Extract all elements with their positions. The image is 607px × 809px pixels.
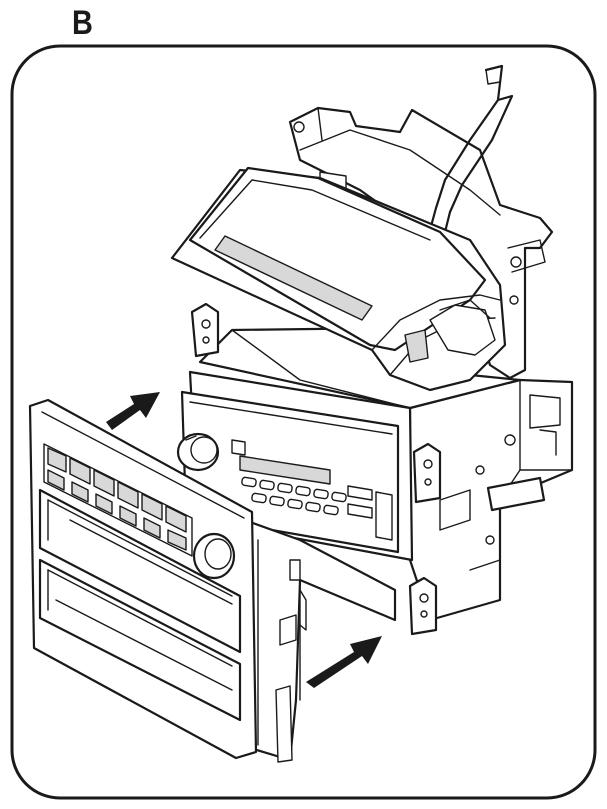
upper-insert-arrow-icon — [106, 392, 160, 430]
mounting-tabs — [190, 302, 546, 636]
lower-insert-arrow-icon — [306, 636, 382, 688]
bezel-knob — [192, 532, 236, 580]
bezel-buttons — [43, 443, 193, 557]
dash-bezel — [28, 398, 397, 763]
storage-bin — [170, 166, 507, 392]
panel-border — [10, 44, 597, 800]
step-label: B — [72, 4, 94, 42]
ribbon-cable — [428, 64, 514, 238]
radio-buttons — [241, 476, 347, 516]
volume-knob — [176, 432, 220, 472]
